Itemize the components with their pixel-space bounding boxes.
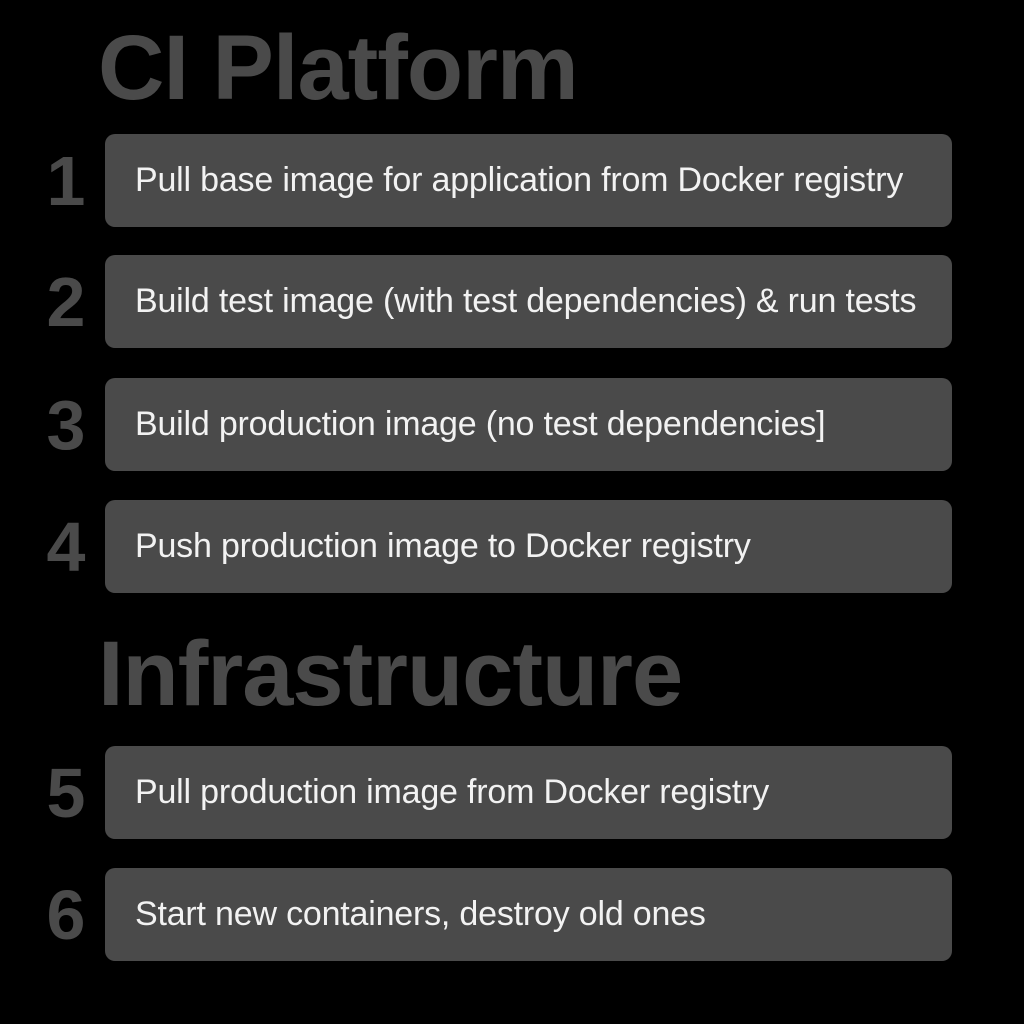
step-label-2: Build test image (with test dependencies… (135, 281, 917, 320)
step-row: 1 Pull base image for application from D… (0, 134, 1024, 227)
step-card-2[interactable]: Build test image (with test dependencies… (105, 255, 952, 348)
step-label-1: Pull base image for application from Doc… (135, 160, 904, 199)
step-row: 3 Build production image (no test depend… (0, 378, 1024, 471)
step-label-5: Pull production image from Docker regist… (135, 772, 770, 811)
section-heading-ci-platform: CI Platform (98, 17, 579, 119)
section-heading-infrastructure: Infrastructure (98, 623, 683, 725)
step-card-1[interactable]: Pull base image for application from Doc… (105, 134, 952, 227)
step-card-5[interactable]: Pull production image from Docker regist… (105, 746, 952, 839)
step-number-4: 4 (46, 507, 86, 586)
step-number-2: 2 (46, 262, 86, 341)
step-number-5: 5 (46, 753, 86, 832)
step-card-6[interactable]: Start new containers, destroy old ones (105, 868, 952, 961)
step-row: 6 Start new containers, destroy old ones (0, 868, 1024, 961)
step-label-4: Push production image to Docker registry (135, 526, 751, 565)
step-row: 4 Push production image to Docker regist… (0, 500, 1024, 593)
step-card-3[interactable]: Build production image (no test dependen… (105, 378, 952, 471)
step-card-4[interactable]: Push production image to Docker registry (105, 500, 952, 593)
step-label-3: Build production image (no test dependen… (135, 404, 826, 443)
step-number-3: 3 (46, 385, 86, 464)
step-row: 5 Pull production image from Docker regi… (0, 746, 1024, 839)
step-row: 2 Build test image (with test dependenci… (0, 255, 1024, 348)
step-label-6: Start new containers, destroy old ones (135, 894, 706, 933)
step-number-6: 6 (46, 875, 86, 954)
step-number-1: 1 (46, 141, 86, 220)
